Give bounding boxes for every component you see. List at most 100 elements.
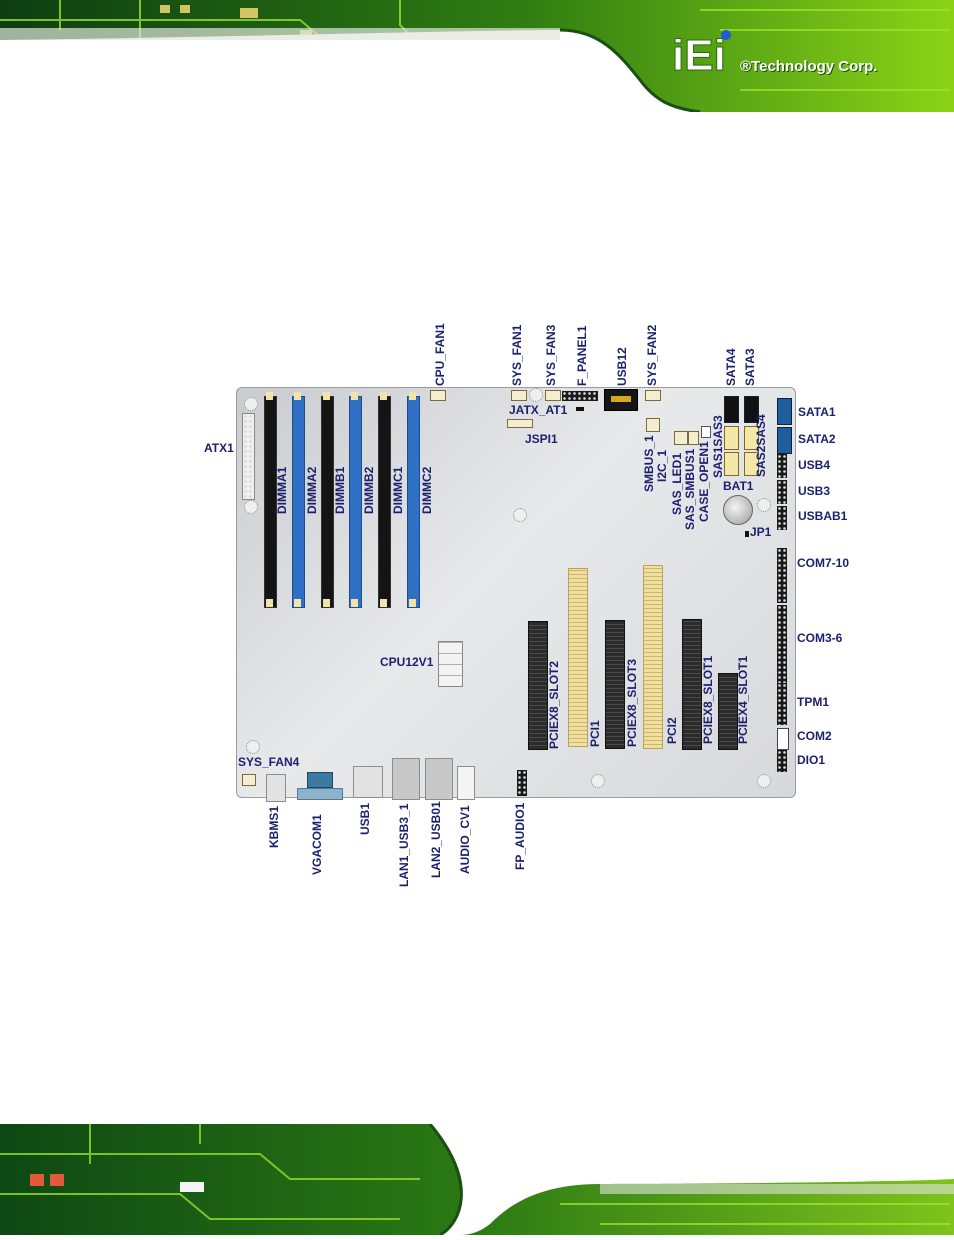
label-sata1: SATA1 [798, 405, 836, 419]
label-dimmc1: DIMMC1 [391, 466, 405, 514]
label-dimma1: DIMMA1 [275, 466, 289, 514]
label-jp1: JP1 [750, 525, 772, 539]
label-sys-fan4: SYS_FAN4 [238, 755, 300, 769]
label-sys-fan1: SYS_FAN1 [510, 324, 524, 386]
mounting-hole [244, 500, 258, 514]
label-usb4: USB4 [798, 458, 831, 472]
com2-connector [777, 728, 789, 750]
label-jatx-at1: JATX_AT1 [509, 403, 568, 417]
pciex8-slot2 [528, 621, 548, 750]
company-name: ®Technology Corp. [740, 58, 878, 75]
label-case-open1: CASE_OPEN1 [697, 441, 711, 522]
label-f-panel1: F_PANEL1 [575, 325, 589, 386]
svg-text:iEi: iEi [672, 31, 726, 74]
dimm-clip [380, 392, 387, 400]
com7-10-header [777, 548, 787, 603]
label-usb1: USB1 [358, 802, 372, 835]
usb3-header [777, 480, 787, 504]
sys-fan3-header [545, 390, 561, 401]
label-bat1: BAT1 [723, 479, 754, 493]
pci1-slot [568, 568, 588, 747]
sys-fan1-header [511, 390, 527, 401]
dimm-slot-a2 [292, 396, 305, 608]
label-com2: COM2 [797, 729, 832, 743]
dimm-clip [409, 599, 416, 607]
dimm-slot-b2 [349, 396, 362, 608]
label-lan1-usb3-1: LAN1_USB3_1 [397, 803, 411, 887]
sas1-connector [724, 426, 739, 450]
label-jspi1: JSPI1 [525, 432, 558, 446]
label-sys-fan2: SYS_FAN2 [645, 324, 659, 386]
dimm-clip [294, 392, 301, 400]
mounting-hole [757, 498, 771, 512]
dimm-clip [294, 599, 301, 607]
label-usb12: USB12 [615, 347, 629, 386]
atx1-connector [242, 413, 255, 500]
pciex4-slot1 [718, 673, 738, 750]
mounting-hole [591, 774, 605, 788]
label-sata2: SATA2 [798, 432, 836, 446]
sata2-connector [777, 427, 792, 454]
label-dimmc2: DIMMC2 [420, 466, 434, 514]
label-sas1sas3: SAS1SAS3 [711, 415, 725, 478]
dimm-clip [323, 392, 330, 400]
bat1-battery [723, 495, 753, 525]
iei-logo-icon: iEi [672, 30, 731, 81]
label-kbms1: KBMS1 [267, 805, 281, 848]
usb12-connector [604, 389, 638, 411]
dimm-clip [266, 599, 273, 607]
audio-cv1-port [457, 766, 475, 800]
sata3-connector [744, 396, 759, 423]
case-open1-header [701, 426, 711, 438]
motherboard-layout [236, 387, 796, 802]
label-atx1: ATX1 [204, 441, 234, 455]
footer-banner [0, 1123, 954, 1237]
label-pci1: PCI1 [588, 720, 602, 747]
label-usbab1: USBAB1 [798, 509, 848, 523]
label-dimmb2: DIMMB2 [362, 466, 376, 514]
mounting-hole [757, 774, 771, 788]
label-com3-6: COM3-6 [797, 631, 843, 645]
dimm-clip [323, 599, 330, 607]
pciex8-slot1 [682, 619, 702, 750]
dimm-clip [380, 599, 387, 607]
header-banner: iEi ®Technology Corp. [0, 0, 954, 114]
jp1-jumper [745, 531, 749, 537]
mounting-hole [246, 740, 260, 754]
dimm-clip [409, 392, 416, 400]
label-lan2-usb01: LAN2_USB01 [429, 801, 443, 878]
dimm-slot-c1 [378, 396, 391, 608]
label-cpu12v1: CPU12V1 [380, 655, 434, 669]
dimm-clip [351, 599, 358, 607]
label-dimmb1: DIMMB1 [333, 466, 347, 514]
label-dio1: DIO1 [797, 753, 826, 767]
kbms1-port [266, 774, 286, 802]
label-pci2: PCI2 [665, 717, 679, 744]
label-cpu-fan1: CPU_FAN1 [433, 323, 447, 386]
sata1-connector [777, 398, 792, 425]
label-sys-fan3: SYS_FAN3 [544, 324, 558, 386]
usb4-header [777, 454, 787, 478]
dimm-clip [266, 392, 273, 400]
label-sata3: SATA3 [743, 348, 757, 386]
mounting-hole [513, 508, 527, 522]
label-pciex8-slot3: PCIEX8_SLOT3 [625, 658, 639, 747]
company-logo: iEi [670, 28, 740, 81]
label-tpm1: TPM1 [797, 695, 830, 709]
lan1-usb3-1-port [392, 758, 420, 800]
label-sas2sas4: SAS2SAS4 [754, 414, 768, 477]
pciex8-slot3 [605, 620, 625, 749]
vgacom1-port [297, 772, 343, 802]
label-com7-10: COM7-10 [797, 556, 850, 570]
dimm-slot-c2 [407, 396, 420, 608]
dimm-clip [351, 392, 358, 400]
label-sas-led1: SAS_LED1 [670, 452, 684, 515]
label-sas-smbus1: SAS_SMBUS1 [683, 448, 697, 530]
mounting-hole [529, 388, 543, 402]
mounting-hole [244, 397, 258, 411]
label-usb3: USB3 [798, 484, 831, 498]
dio1-header [777, 750, 787, 772]
label-audio-cv1: AUDIO_CV1 [458, 805, 472, 874]
fp-audio1-header [517, 770, 527, 796]
smbus1-header [646, 418, 660, 432]
